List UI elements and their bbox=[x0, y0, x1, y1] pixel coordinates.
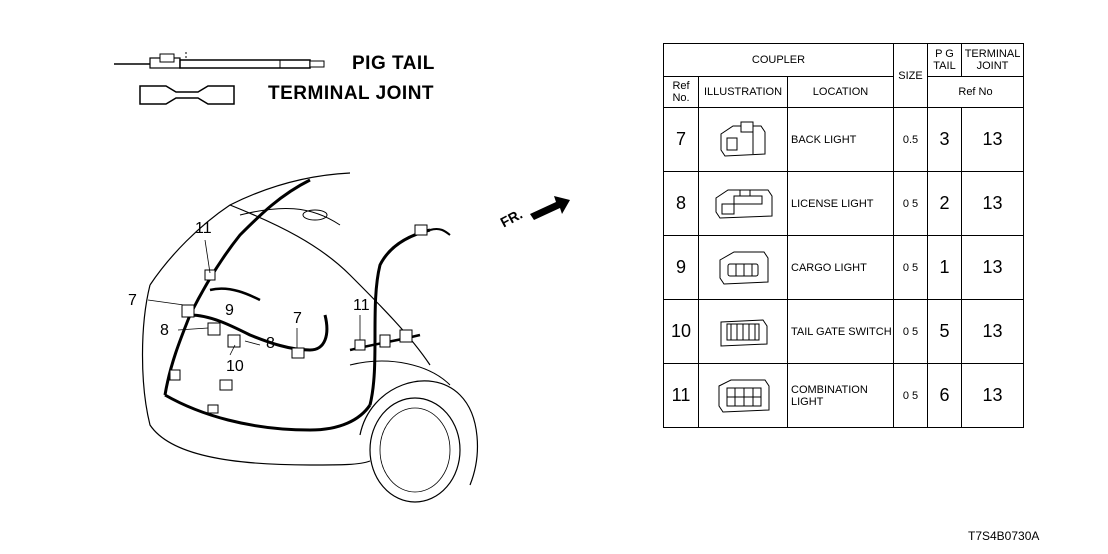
table-row: 11 COMBINATION LIGHT 0 5 6 13 bbox=[663, 363, 1024, 428]
callout-7-left: 7 bbox=[128, 292, 137, 309]
front-direction-arrow-icon bbox=[530, 196, 570, 220]
location-header: LOCATION bbox=[787, 76, 894, 108]
table-row: 7 BACK LIGHT 0.5 3 13 bbox=[663, 107, 1024, 172]
pg-tail-cell: 1 bbox=[927, 235, 962, 300]
terminal-joint-symbol bbox=[139, 85, 235, 105]
table-row: 10 TAIL GATE SWITCH 0 5 5 13 bbox=[663, 299, 1024, 364]
callout-11-right: 11 bbox=[353, 297, 370, 314]
terminal-joint-cell: 13 bbox=[961, 235, 1024, 300]
front-direction-label: FR. bbox=[497, 205, 525, 231]
ref-cell: 11 bbox=[663, 363, 699, 428]
table-row: 8 LICENSE LIGHT 0 5 2 13 bbox=[663, 171, 1024, 236]
pig-tail-symbol bbox=[114, 52, 325, 69]
ref-cell: 9 bbox=[663, 235, 699, 300]
connector-illustration-icon bbox=[698, 171, 788, 236]
terminal-joint-cell: 13 bbox=[961, 171, 1024, 236]
ref-cell: 8 bbox=[663, 171, 699, 236]
table-row: 9 CARGO LIGHT 0 5 1 13 bbox=[663, 235, 1024, 300]
terminal-joint-cell: 13 bbox=[961, 107, 1024, 172]
callout-10: 10 bbox=[226, 358, 244, 375]
ref-cell: 7 bbox=[663, 107, 699, 172]
location-cell: COMBINATION LIGHT bbox=[787, 363, 894, 428]
size-header: SIZE bbox=[893, 43, 928, 108]
size-cell: 0 5 bbox=[893, 299, 928, 364]
callout-8-right: 8 bbox=[266, 335, 275, 352]
pig-tail-label: PIG TAIL bbox=[352, 53, 435, 74]
ref-no-header: Ref No. bbox=[663, 76, 699, 108]
connector-illustration-icon bbox=[698, 235, 788, 300]
connector-illustration-icon bbox=[698, 363, 788, 428]
location-cell: CARGO LIGHT bbox=[787, 235, 894, 300]
terminal-joint-cell: 13 bbox=[961, 363, 1024, 428]
pg-tail-cell: 3 bbox=[927, 107, 962, 172]
location-cell: LICENSE LIGHT bbox=[787, 171, 894, 236]
pg-tail-header: P G TAIL bbox=[927, 43, 962, 77]
size-cell: 0.5 bbox=[893, 107, 928, 172]
connector-illustration-icon bbox=[698, 107, 788, 172]
callout-9: 9 bbox=[225, 302, 234, 319]
size-cell: 0 5 bbox=[893, 363, 928, 428]
pg-tail-cell: 2 bbox=[927, 171, 962, 236]
connector-illustration-icon bbox=[698, 299, 788, 364]
size-cell: 0 5 bbox=[893, 235, 928, 300]
drawing-code: T7S4B0730A bbox=[968, 529, 1040, 543]
callout-11-left: 11 bbox=[195, 220, 212, 237]
coupler-header: COUPLER bbox=[663, 43, 894, 77]
terminal-joint-label: TERMINAL JOINT bbox=[268, 83, 435, 104]
pg-tail-cell: 6 bbox=[927, 363, 962, 428]
coupler-table: COUPLER SIZE P G TAIL TERMINAL JOINT Ref… bbox=[663, 43, 1024, 428]
vehicle-rear-harness-drawing bbox=[141, 172, 478, 503]
terminal-joint-cell: 13 bbox=[961, 299, 1024, 364]
callout-8-left: 8 bbox=[160, 322, 169, 339]
illustration-header: ILLUSTRATION bbox=[698, 76, 788, 108]
ref-no-sub-header: Ref No bbox=[927, 76, 1024, 108]
ref-cell: 10 bbox=[663, 299, 699, 364]
pg-tail-cell: 5 bbox=[927, 299, 962, 364]
location-cell: BACK LIGHT bbox=[787, 107, 894, 172]
size-cell: 0 5 bbox=[893, 171, 928, 236]
callout-7-right: 7 bbox=[293, 310, 302, 327]
terminal-joint-header: TERMINAL JOINT bbox=[961, 43, 1024, 77]
location-cell: TAIL GATE SWITCH bbox=[787, 299, 894, 364]
